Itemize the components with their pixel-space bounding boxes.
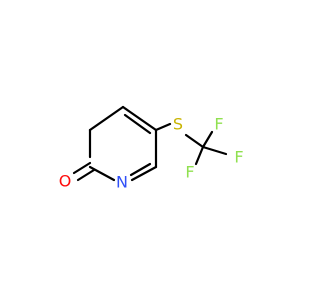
bond-c-f-right xyxy=(201,145,228,156)
bond-c2-o-b xyxy=(76,168,96,182)
fluorine-bottom-atom-label: F xyxy=(185,163,194,182)
bond-c6-n-inner xyxy=(129,162,152,177)
bond-c5-s xyxy=(154,122,172,132)
bond-c6-n-outer xyxy=(130,165,158,182)
bond-c4-c5-inner xyxy=(123,113,152,135)
bond-s-cf3 xyxy=(184,133,205,149)
molecule-structure: O N S F F F xyxy=(59,105,244,192)
bond-c-f-top xyxy=(201,130,214,149)
fluorine-top-atom-label: F xyxy=(214,115,223,134)
bond-n-c2 xyxy=(88,165,116,182)
bond-c3-c4 xyxy=(88,105,125,132)
sulfur-atom-label: S xyxy=(173,115,183,134)
nitrogen-atom-label: N xyxy=(116,173,128,192)
bond-c2-o-a xyxy=(72,161,92,175)
fluorine-right-atom-label: F xyxy=(234,148,243,167)
bond-c-f-bottom xyxy=(194,145,205,166)
oxygen-atom-label: O xyxy=(59,172,72,191)
bond-c4-c5-outer xyxy=(121,105,158,132)
